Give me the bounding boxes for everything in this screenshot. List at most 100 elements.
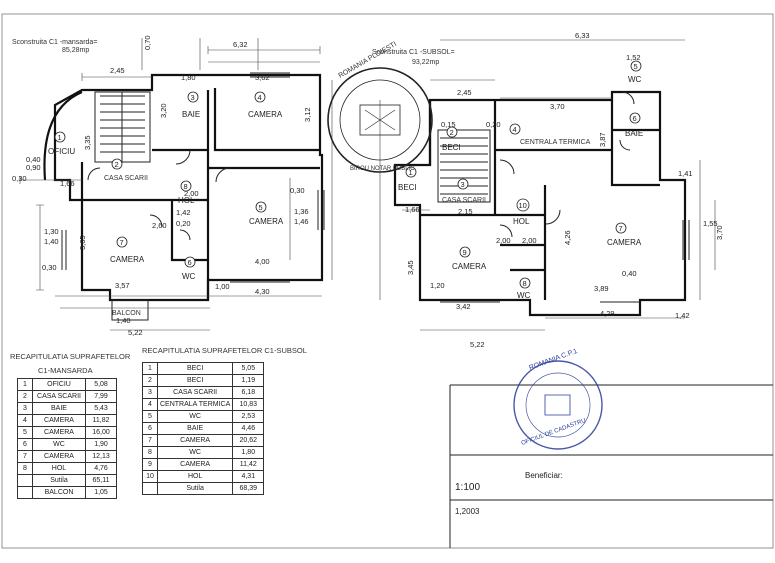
svg-text:1,42: 1,42 (176, 208, 191, 217)
left-room-2: 2 CASA SCARII (104, 158, 148, 182)
right-room-7: 7 CAMERA (607, 222, 642, 247)
table-cell-v: 11,82 (85, 414, 117, 427)
svg-text:3,70: 3,70 (715, 225, 724, 240)
svg-text:OFICIUL DE CADASTRU: OFICIUL DE CADASTRU (521, 418, 587, 447)
table-cell-n: 9 (142, 458, 158, 471)
table-cell-v: 4,46 (232, 422, 265, 435)
table-cell-v: 1,80 (232, 446, 265, 459)
table-cell-n: 2 (142, 374, 158, 387)
svg-text:ROMANIA C.P.1: ROMANIA C.P.1 (528, 348, 578, 372)
svg-text:CAMERA: CAMERA (607, 238, 642, 247)
right-room-9: 9 CAMERA (452, 246, 487, 271)
table-cell-v: 4,31 (232, 470, 265, 483)
svg-text:0,70: 0,70 (143, 35, 152, 50)
table-cell-name: CAMERA (32, 450, 86, 463)
table-cell-name: WC (32, 438, 86, 451)
svg-text:1,55: 1,55 (703, 219, 718, 228)
table-cell-v: 68,39 (232, 482, 265, 495)
table-cell-name: CAMERA (32, 426, 86, 439)
table-cell-v: 4,76 (85, 462, 117, 475)
svg-text:7: 7 (120, 238, 124, 247)
table-cell-n: 7 (17, 450, 33, 463)
svg-text:WC: WC (628, 75, 642, 84)
table-cell-n: 8 (17, 462, 33, 475)
svg-text:7: 7 (619, 224, 623, 233)
left-room-7: 7 CAMERA (110, 236, 145, 264)
table-cell-v: 6,18 (232, 386, 265, 399)
right-room-6: 6 BAIE (625, 112, 643, 138)
svg-text:0,30: 0,30 (290, 186, 305, 195)
table-cell-n: 5 (142, 410, 158, 423)
svg-text:HOL: HOL (513, 217, 530, 226)
table-cell-name: HOL (156, 470, 234, 483)
svg-text:CAMERA: CAMERA (110, 255, 145, 264)
svg-text:BAIE: BAIE (182, 110, 200, 119)
table-cell-name: Sutila (32, 474, 86, 487)
svg-text:0,30: 0,30 (12, 174, 27, 183)
table-cell-name: WC (156, 410, 234, 423)
table-cell-n: 10 (142, 470, 158, 483)
svg-text:2,45: 2,45 (457, 88, 472, 97)
right-room-2: 2 BECI (442, 126, 461, 152)
svg-text:CENTRALA TERMICA: CENTRALA TERMICA (520, 139, 591, 146)
svg-text:0,40: 0,40 (26, 155, 41, 164)
table-cell-v: 5,08 (85, 378, 117, 391)
svg-text:OFICIU: OFICIU (48, 147, 75, 156)
table-cell-n: 3 (142, 386, 158, 399)
svg-text:0,20: 0,20 (486, 120, 501, 129)
table-cell-v: 65,11 (85, 474, 117, 487)
svg-text:3,12: 3,12 (303, 107, 312, 122)
table-cell-v: 11,42 (232, 458, 265, 471)
svg-text:WC: WC (517, 291, 531, 300)
table-cell-name: CASA SCARII (32, 390, 86, 403)
svg-text:1,40: 1,40 (44, 237, 59, 246)
svg-text:1,80: 1,80 (181, 73, 196, 82)
svg-text:6: 6 (188, 258, 192, 267)
table-cell-name: HOL (32, 462, 86, 475)
left-room-5: 5 CAMERA (249, 201, 284, 226)
left-room-8: 8 HOL (178, 180, 195, 205)
svg-text:BIROU NOTAR PUBLIC: BIROU NOTAR PUBLIC (350, 166, 415, 172)
table-cell-name: BAIE (156, 422, 234, 435)
table-cell-v: 5,43 (85, 402, 117, 415)
svg-text:3,89: 3,89 (594, 284, 609, 293)
svg-text:2,00: 2,00 (522, 236, 537, 245)
table-cell-name: CENTRALA TERMICA (156, 398, 234, 411)
svg-text:3: 3 (461, 180, 465, 189)
svg-text:5,22: 5,22 (128, 328, 143, 337)
table-cell-n: 3 (17, 402, 33, 415)
svg-text:BAIE: BAIE (625, 129, 643, 138)
table-cell-n: 6 (17, 438, 33, 451)
svg-text:1: 1 (58, 133, 62, 142)
right-room-3: 3 CASA SCARII (442, 178, 486, 204)
svg-text:1,52: 1,52 (626, 53, 641, 62)
table-cell-name: BECI (156, 374, 234, 387)
svg-text:2,00: 2,00 (496, 236, 511, 245)
table-cell-v: 20,62 (232, 434, 265, 447)
svg-text:3,20: 3,20 (159, 103, 168, 118)
svg-text:CASA SCARII: CASA SCARII (104, 175, 148, 182)
table-cell-n: 1 (142, 362, 158, 375)
table-cell-v: 5,05 (232, 362, 265, 375)
svg-text:1,00: 1,00 (215, 282, 230, 291)
svg-text:3,45: 3,45 (406, 260, 415, 275)
svg-text:3,87: 3,87 (598, 132, 607, 147)
left-room-1: 1 OFICIU (48, 131, 75, 156)
table-left-subtitle: C1-MANSARDA (38, 366, 93, 375)
svg-text:2,15: 2,15 (458, 207, 473, 216)
table-cell-v: 1,90 (85, 438, 117, 451)
table-cell-n (17, 474, 33, 487)
svg-text:CASA SCARII: CASA SCARII (442, 197, 486, 204)
right-plan-title-1: Sconstruita C1 -SUBSOL= (372, 49, 455, 56)
table-cell-n: 8 (142, 446, 158, 459)
svg-text:5,22: 5,22 (470, 340, 485, 349)
